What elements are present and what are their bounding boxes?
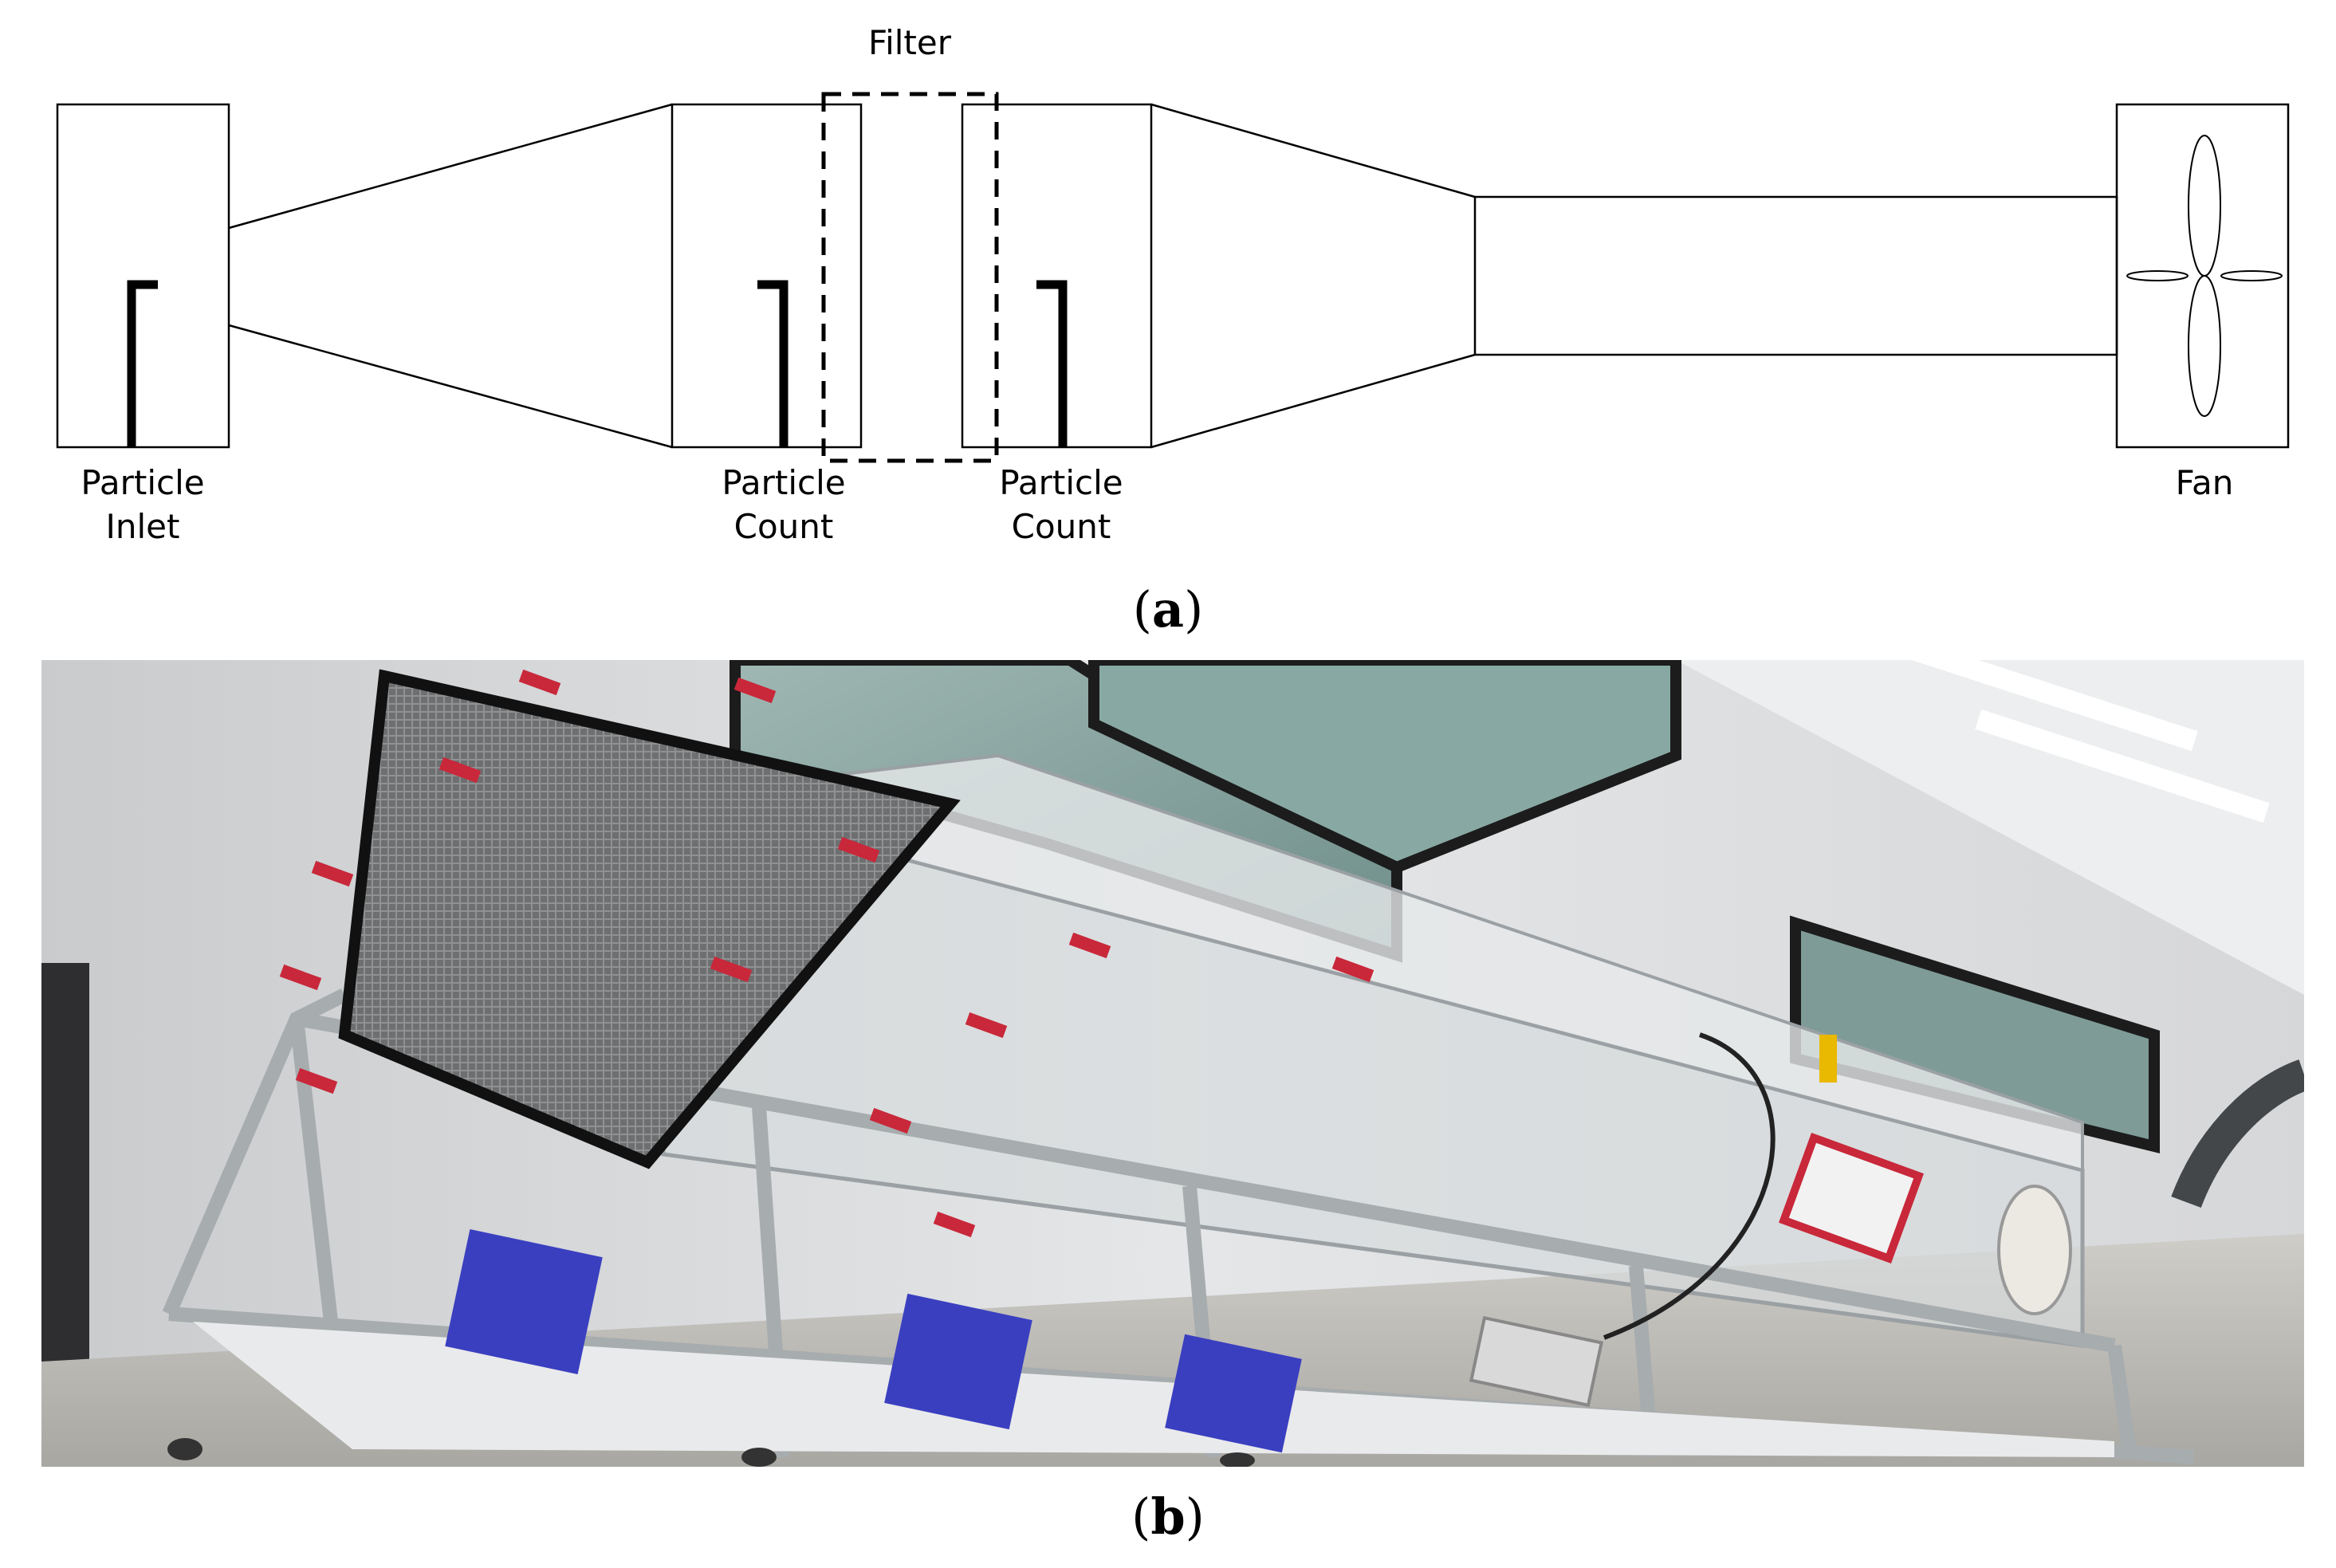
schematic-diagram: Filter Particle Inlet Particle Count Par… <box>56 23 2290 546</box>
inlet-label-line1: Particle <box>81 463 204 502</box>
upstream-count-label-line1: Particle <box>722 463 845 502</box>
downstream-count-label-line1: Particle <box>999 463 1123 502</box>
ceiling <box>1676 660 2304 995</box>
sample-tube <box>1603 1032 1776 1340</box>
filter-test-rig-photo <box>41 660 2304 1467</box>
upstream-count-label-line2: Count <box>734 507 834 546</box>
filter-dashed-box <box>821 92 999 463</box>
exhaust-hose <box>2171 1059 2304 1208</box>
contraction-bottom-edge <box>1150 353 1476 449</box>
ceiling-light <box>1975 709 2270 823</box>
instrument-box <box>1469 1315 1604 1408</box>
window-middle <box>1088 660 1681 874</box>
base-panel <box>193 1322 2114 1457</box>
red-clamps <box>279 669 1374 1238</box>
ceiling-light <box>1903 660 2198 752</box>
fan-label: Fan <box>2176 463 2234 502</box>
diffuser-top-edge <box>228 103 673 230</box>
duct <box>1473 195 2118 356</box>
acrylic-duct-top <box>663 753 2084 1173</box>
fan-unit <box>1997 1185 2072 1315</box>
panel-label-a: (a) <box>1132 580 1204 639</box>
hepa-filter <box>338 669 961 1169</box>
inlet-box <box>56 103 230 449</box>
upstream-probe <box>757 280 788 447</box>
control-panel <box>1779 1132 1924 1264</box>
panel-label-b: (b) <box>1131 1487 1205 1546</box>
upstream-count-box <box>671 103 863 449</box>
downstream-probe <box>1036 280 1068 447</box>
fan-icon <box>2126 135 2283 417</box>
diffuser-bottom-edge <box>228 324 673 449</box>
caster-wheels <box>167 1438 1255 1467</box>
contraction-top-edge <box>1150 103 1476 198</box>
downstream-count-label-line2: Count <box>1012 507 1111 546</box>
window-right <box>1790 915 2160 1153</box>
logo-decal <box>445 1228 1302 1453</box>
inlet-probe <box>127 280 158 447</box>
downstream-count-box <box>961 103 1153 449</box>
inlet-label-line2: Inlet <box>106 507 180 546</box>
yellow-fitting <box>1819 1035 1837 1083</box>
fan-box <box>2115 103 2290 449</box>
filter-label: Filter <box>868 23 952 62</box>
